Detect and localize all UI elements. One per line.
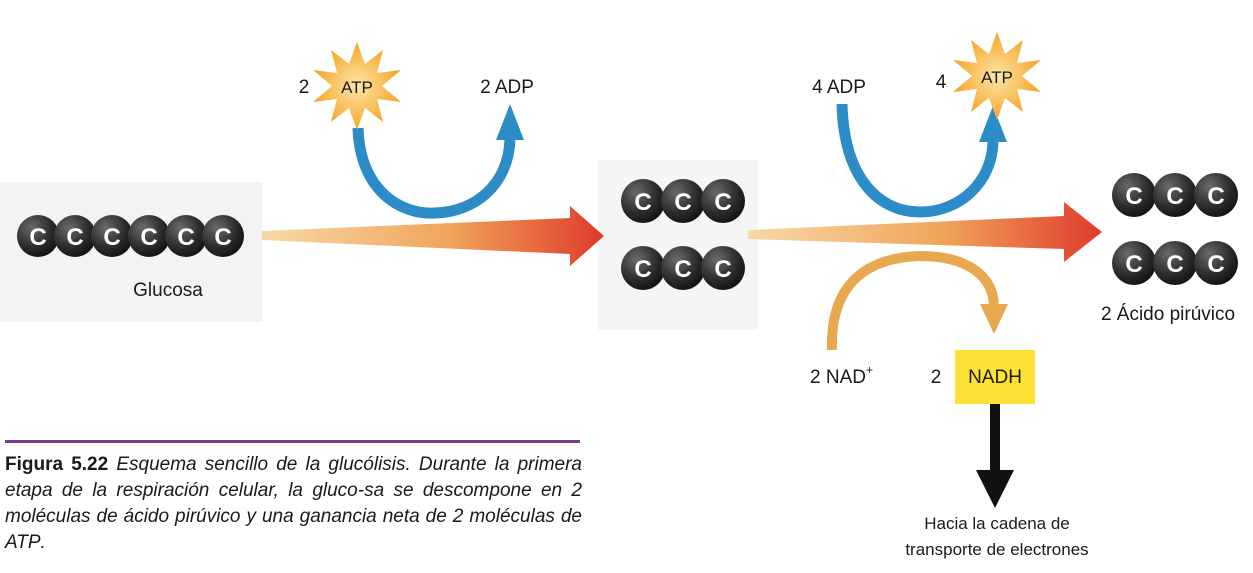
carbon-letter: C [634,189,651,216]
carbon-letter: C [1125,251,1142,278]
destination-line1: Hacia la cadena de [924,514,1070,533]
carbon-ball [621,179,665,223]
carbon-ball [1194,173,1238,217]
figure-caption: Figura 5.22 Esquema sencillo de la glucó… [5,452,582,556]
nadh-count: 2 [931,367,942,388]
carbon-ball [54,215,96,257]
carbon-ball [1112,241,1156,285]
nad-orange-arrowhead [980,304,1008,334]
glucose-carbon: C [54,215,96,257]
carbon-letter: C [1207,183,1224,210]
atp-star-payoff [953,32,1041,120]
carbon-letter: C [674,256,691,283]
atp-star-investment [313,42,401,130]
carbon-letter: C [177,224,194,251]
carbon-letter: C [66,224,83,251]
nad-label: 2 NAD+ [810,363,873,388]
carbon-ball [1112,173,1156,217]
intermediate-carbon: C [661,246,705,290]
payoff-blue-arrow [836,103,999,218]
carbon-letter: C [140,224,157,251]
investment-blue-arrowhead [496,104,524,140]
carbon-letter: C [1166,183,1183,210]
carbon-ball [621,246,665,290]
pyruvate-carbon: C [1112,173,1156,217]
destination-line2: transporte de electrones [905,540,1088,559]
nad-orange-arrow [826,250,999,351]
pyruvate-carbon: C [1112,241,1156,285]
main-arrow-1 [262,206,604,266]
carbon-letter: C [1125,183,1142,210]
glucose-carbon: C [128,215,170,257]
intermediate-carbon: C [701,179,745,223]
carbon-letter: C [29,224,46,251]
figure-label: Figura 5.22 [5,454,109,475]
caption-text: Esquema sencillo de la glucólisis. Duran… [5,454,582,527]
atp-count-payoff: 4 [936,72,947,93]
carbon-ball [17,215,59,257]
carbon-letter: C [214,224,231,251]
payoff-blue-arrowhead [979,106,1007,142]
carbon-letter: C [103,224,120,251]
intermediate-carbon: C [621,246,665,290]
carbon-ball [128,215,170,257]
carbon-ball [1153,173,1197,217]
atp-label-payoff: ATP [981,68,1013,87]
pyruvate-carbon: C [1153,173,1197,217]
pyruvate-carbon: C [1194,241,1238,285]
glucose-carbon: C [165,215,207,257]
nadh-box [955,350,1035,404]
investment-blue-arrow [352,127,516,219]
carbon-letter: C [1207,251,1224,278]
intermediate-carbon: C [621,179,665,223]
adp-label-payoff: 4 ADP [812,77,866,98]
caption-rule [5,440,580,443]
transport-arrowhead [976,470,1014,508]
atp-label-investment: ATP [341,78,373,97]
carbon-ball [661,246,705,290]
carbon-letter: C [714,256,731,283]
carbon-ball [1153,241,1197,285]
adp-label-investment: 2 ADP [480,77,534,98]
glucose-label: Glucosa [133,280,203,301]
caption-end: . [40,532,46,553]
glucose-carbon: C [91,215,133,257]
carbon-ball [661,179,705,223]
atp-count-investment: 2 [299,77,310,98]
pyruvate-carbon: C [1194,173,1238,217]
carbon-ball [701,246,745,290]
carbon-ball [1194,241,1238,285]
nadh-label: NADH [968,367,1022,388]
carbon-letter: C [1166,251,1183,278]
intermediate-carbon: C [701,246,745,290]
pyruvate-label: 2 Ácido pirúvico [1101,304,1235,325]
intermediate-carbon: C [661,179,705,223]
carbon-ball [91,215,133,257]
carbon-ball [701,179,745,223]
glucose-carbon: C [202,215,244,257]
carbon-letter: C [634,256,651,283]
carbon-letter: C [714,189,731,216]
transport-arrow-shaft [990,404,1000,474]
carbon-ball [202,215,244,257]
caption-atp: ATP [5,532,41,553]
pyruvate-carbon: C [1153,241,1197,285]
carbon-ball [165,215,207,257]
carbon-letter: C [674,189,691,216]
glucose-carbon: C [17,215,59,257]
main-arrow-2 [748,202,1102,262]
